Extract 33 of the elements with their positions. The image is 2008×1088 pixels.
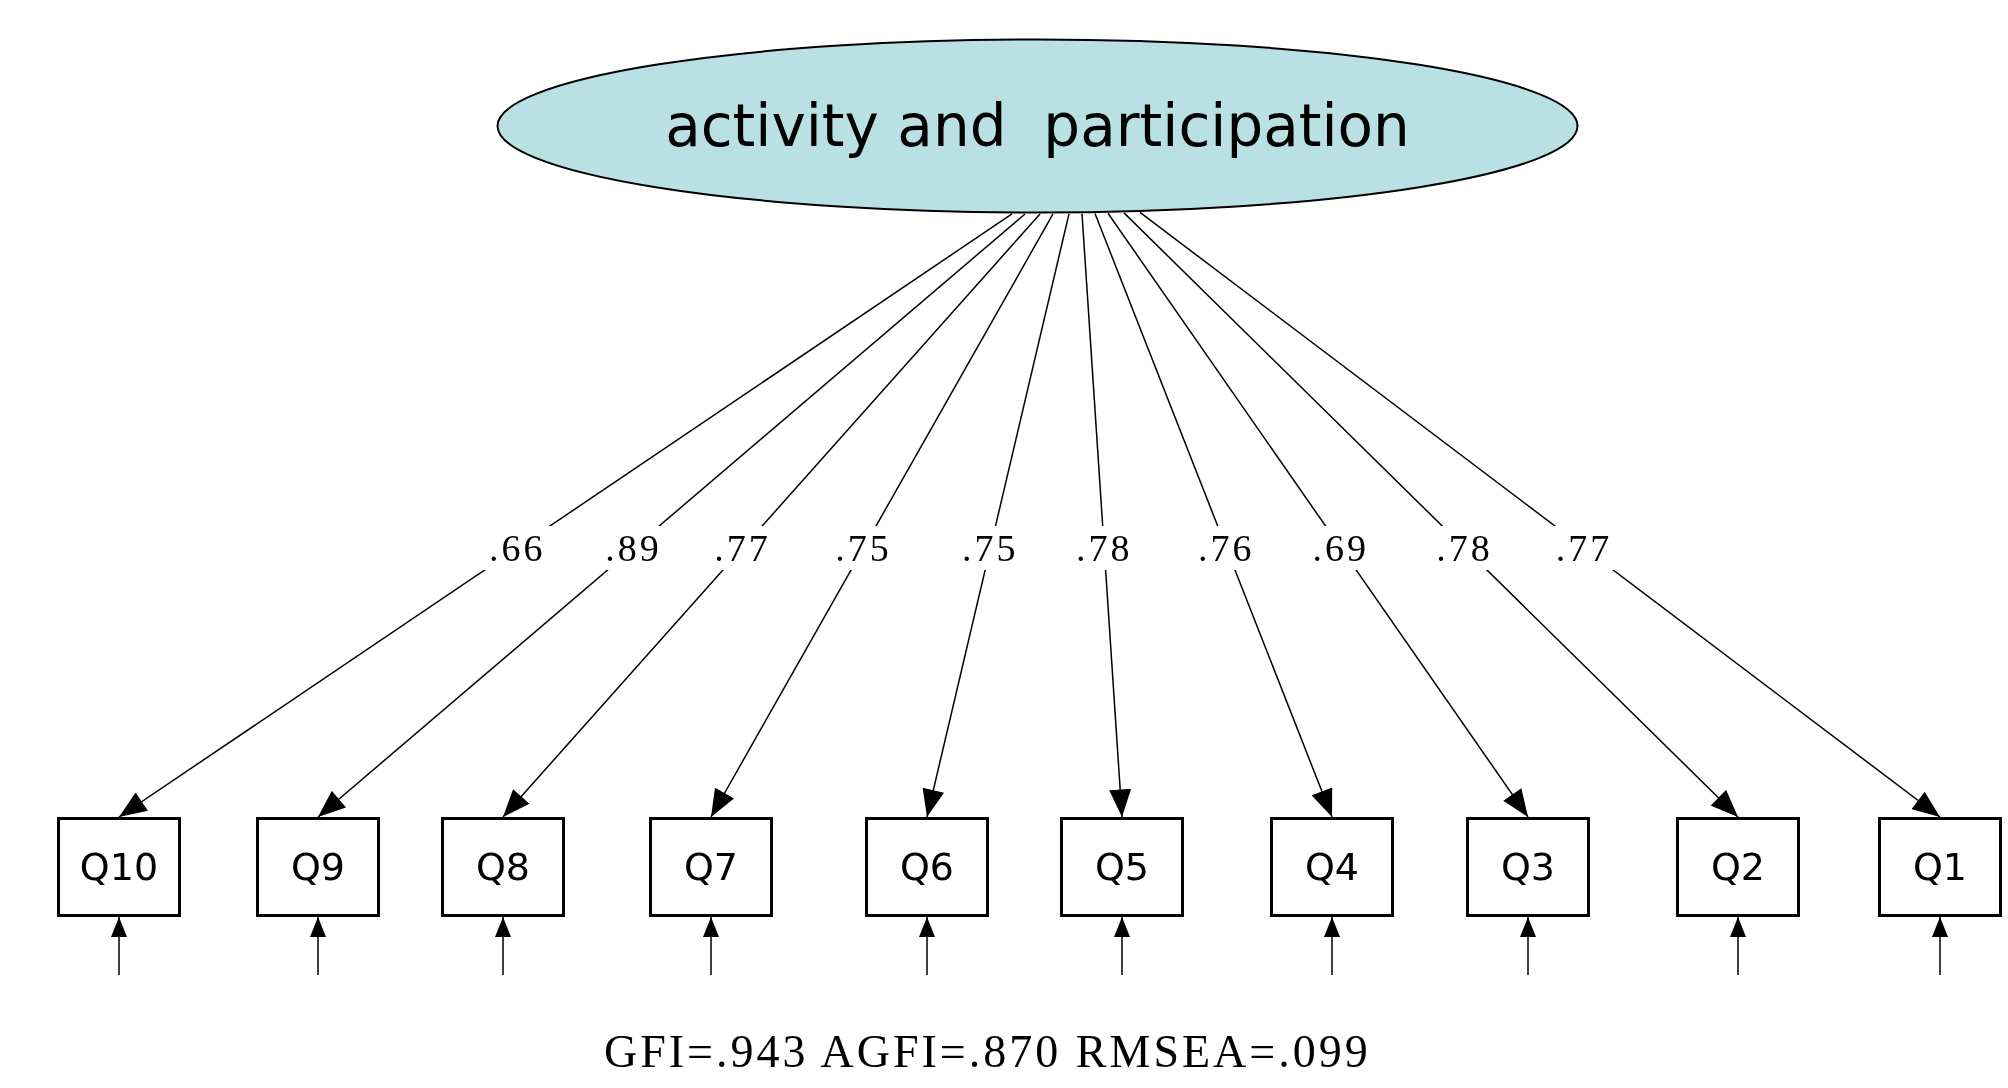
error-arrow xyxy=(1520,916,1536,976)
item-box: Q8 xyxy=(441,817,565,917)
fit-statistics: GFI=.943 AGFI=.870 RMSEA=.099 xyxy=(604,1025,1371,1078)
item-box: Q9 xyxy=(256,817,380,917)
loading-arrow xyxy=(922,213,1070,818)
item-box: Q3 xyxy=(1466,817,1590,917)
factor-label: activity and participation xyxy=(665,92,1410,160)
error-arrow xyxy=(1730,916,1746,976)
loading-arrow xyxy=(1081,212,1132,818)
edge-label: .66 xyxy=(483,526,552,570)
item-box: Q4 xyxy=(1270,817,1394,917)
error-arrow xyxy=(919,916,935,976)
item-box: Q2 xyxy=(1676,817,1800,917)
error-arrow xyxy=(703,916,719,976)
loading-arrow xyxy=(502,213,1041,818)
item-box: Q7 xyxy=(649,817,773,917)
loading-arrow xyxy=(118,213,1013,818)
error-arrow xyxy=(1114,916,1130,976)
error-arrow xyxy=(495,916,511,976)
item-box: Q6 xyxy=(865,817,989,917)
loading-arrow xyxy=(317,213,1026,818)
error-arrow xyxy=(111,916,127,976)
loading-arrow xyxy=(710,213,1054,818)
loading-arrow xyxy=(1123,212,1739,818)
loading-arrow xyxy=(1094,212,1333,818)
item-box: Q10 xyxy=(57,817,181,917)
item-box: Q1 xyxy=(1878,817,2002,917)
item-box: Q5 xyxy=(1060,817,1184,917)
loading-arrow xyxy=(1139,211,1941,818)
loading-arrow xyxy=(1107,212,1529,818)
error-arrow xyxy=(1932,916,1948,976)
error-arrow xyxy=(1324,916,1340,976)
error-arrow xyxy=(310,916,326,976)
